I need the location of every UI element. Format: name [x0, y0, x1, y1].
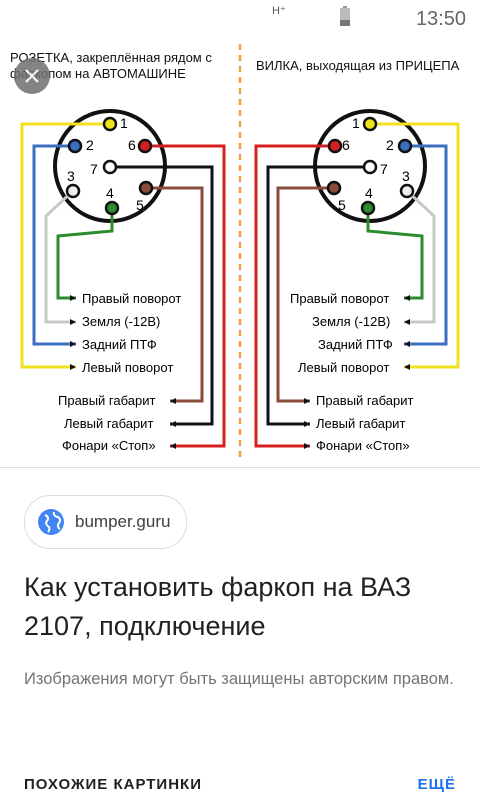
battery-icon	[340, 6, 350, 26]
wire-green-right	[366, 208, 424, 300]
left-connector: 1 2 3 4 5 6 7 Правый поворот Земля (-12В…	[20, 109, 226, 453]
result-title[interactable]: Как установить фаркоп на ВАЗ 2107, подкл…	[24, 572, 412, 641]
pin-label-5: 5	[136, 197, 144, 213]
wire-black-left	[110, 165, 214, 426]
wire-arrow-left-2	[170, 443, 176, 449]
wire-red-left	[145, 144, 226, 448]
wiring-diagram: РОЗЕТКА, закреплённая рядом с фаркопом н…	[10, 44, 460, 461]
pin-label-1-right: 1	[352, 115, 360, 131]
wire-arrow-left-1	[170, 421, 176, 427]
pin-label-5-right: 5	[338, 197, 346, 213]
wire-grey-right	[404, 189, 436, 324]
pin-label-6: 6	[128, 137, 136, 153]
left-label-ground: Земля (-12В)	[82, 314, 160, 329]
wire-arrow-right-top-1	[404, 319, 410, 325]
pin-label-3-right: 3	[402, 168, 410, 184]
pin-label-4-right: 4	[365, 185, 373, 201]
right-label-rear-fog: Задний ПТФ	[318, 337, 393, 352]
pin-label-2-right: 2	[386, 137, 394, 153]
source-domain: bumper.guru	[75, 512, 171, 531]
wire-green-left	[56, 208, 114, 300]
right-title: ВИЛКА, выходящая из ПРИЦЕПА	[256, 58, 460, 73]
left-title-line2: фаркопом на АВТОМАШИНЕ	[10, 66, 186, 81]
left-label-rear-fog: Задний ПТФ	[82, 337, 157, 352]
wire-blue-right	[404, 144, 448, 346]
left-label-stop: Фонари «Стоп»	[62, 438, 156, 453]
wire-arrow-right-top-3	[404, 364, 410, 370]
left-title-line1: РОЗЕТКА, закреплённая рядом с	[10, 50, 212, 65]
wire-arrow-right-top-0	[404, 295, 410, 301]
similar-images-heading: ПОХОЖИЕ КАРТИНКИ	[24, 776, 202, 793]
status-bar: H⁺ 13:50	[0, 0, 480, 36]
pin-label-7-right: 7	[380, 161, 388, 177]
wire-yellow-left	[20, 122, 110, 369]
result-image[interactable]: РОЗЕТКА, закреплённая рядом с фаркопом н…	[0, 36, 480, 466]
wire-arrow-left-0	[170, 398, 176, 404]
wire-brown-left	[146, 186, 204, 403]
more-link[interactable]: ЕЩЁ	[417, 776, 456, 793]
wire-arrow-right-0	[304, 398, 310, 404]
left-label-right-turn: Правый поворот	[82, 291, 181, 306]
pin-label-3: 3	[67, 168, 75, 184]
left-label-left-turn: Левый поворот	[82, 360, 173, 375]
pin-label-1: 1	[120, 115, 128, 131]
right-label-right-turn: Правый поворот	[290, 291, 389, 306]
wire-brown-right	[276, 186, 334, 403]
right-connector: 1 2 3 4 5 6 7 Правый поворот Земля (-12В…	[254, 109, 460, 453]
right-label-ground: Земля (-12В)	[312, 314, 390, 329]
pin-label-7: 7	[90, 161, 98, 177]
pin-label-2: 2	[86, 137, 94, 153]
source-chip[interactable]: bumper.guru	[24, 495, 188, 549]
wire-arrow-right-1	[304, 421, 310, 427]
clock: 13:50	[415, 8, 466, 30]
signal-indicator: H⁺	[272, 5, 286, 17]
close-button[interactable]	[14, 58, 50, 94]
right-label-right-marker: Правый габарит	[316, 393, 413, 408]
wire-arrow-right-top-2	[404, 341, 410, 347]
copyright-notice: Изображения могут быть защищены авторски…	[24, 670, 454, 688]
right-label-stop: Фонари «Стоп»	[316, 438, 410, 453]
wire-arrow-right-2	[304, 443, 310, 449]
pin-label-6-right: 6	[342, 137, 350, 153]
left-label-left-marker: Левый габарит	[64, 416, 153, 431]
section-divider	[0, 467, 480, 468]
right-label-left-turn: Левый поворот	[298, 360, 389, 375]
close-icon	[25, 69, 39, 83]
left-label-right-marker: Правый габарит	[58, 393, 155, 408]
globe-icon	[38, 509, 64, 535]
wire-yellow-right	[370, 122, 460, 369]
wire-red-right	[254, 144, 335, 448]
pin-label-4: 4	[106, 185, 114, 201]
wire-blue-left	[32, 144, 76, 346]
wire-grey-left	[44, 189, 76, 324]
wire-black-right	[266, 165, 370, 426]
right-label-left-marker: Левый габарит	[316, 416, 405, 431]
